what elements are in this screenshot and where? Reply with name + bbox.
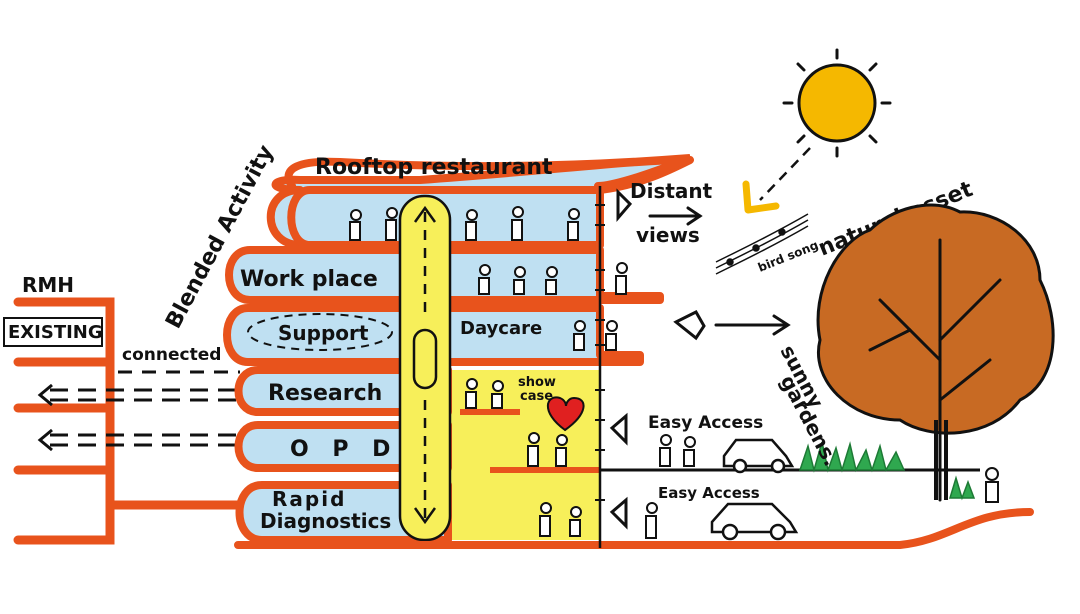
floor-opd	[234, 421, 452, 472]
sun-arrowhead	[742, 180, 780, 214]
facade-ticks	[595, 204, 605, 501]
showcase-platforms	[460, 409, 600, 473]
label-case: case	[520, 389, 553, 404]
label-research: Research	[268, 381, 382, 406]
ground-line	[234, 508, 1034, 549]
tree	[816, 203, 1055, 502]
heart-icon	[547, 396, 585, 432]
sun-ray	[759, 147, 811, 201]
label-support: Support	[278, 321, 369, 345]
car-upper	[722, 438, 795, 474]
sun-icon	[782, 48, 892, 158]
label-rapid: Rapid	[272, 487, 346, 511]
floor-slabs	[223, 156, 694, 544]
label-rmh: RMH	[22, 273, 74, 297]
label-easy-access-upper: Easy Access	[648, 413, 763, 433]
support-outline	[247, 313, 393, 351]
view-arrows	[609, 188, 791, 530]
label-show: show	[518, 375, 556, 390]
label-easy-access-lower: Easy Access	[658, 484, 760, 502]
grass	[798, 441, 976, 501]
roof-canopy	[284, 154, 692, 190]
label-distant: Distant	[630, 179, 713, 203]
label-diagnostics: Diagnostics	[260, 509, 391, 533]
label-views: views	[636, 223, 700, 247]
vertical-core	[398, 194, 452, 542]
label-opd: O P D	[290, 437, 398, 462]
lift-shaft	[412, 205, 438, 525]
label-existing: EXISTING	[8, 322, 103, 343]
label-daycare: Daycare	[460, 318, 542, 339]
car-lower	[710, 502, 799, 541]
label-rooftop-restaurant: Rooftop restaurant	[315, 155, 553, 180]
floor-research	[234, 366, 452, 416]
connection-arrows	[37, 370, 240, 452]
existing-box	[3, 317, 103, 347]
label-connected: connected	[122, 345, 221, 365]
label-workplace: Work place	[240, 267, 378, 292]
music-notes-icon	[715, 213, 809, 275]
existing-building	[13, 297, 243, 545]
floor-diagnostics	[235, 481, 452, 544]
people-figures	[349, 206, 999, 539]
